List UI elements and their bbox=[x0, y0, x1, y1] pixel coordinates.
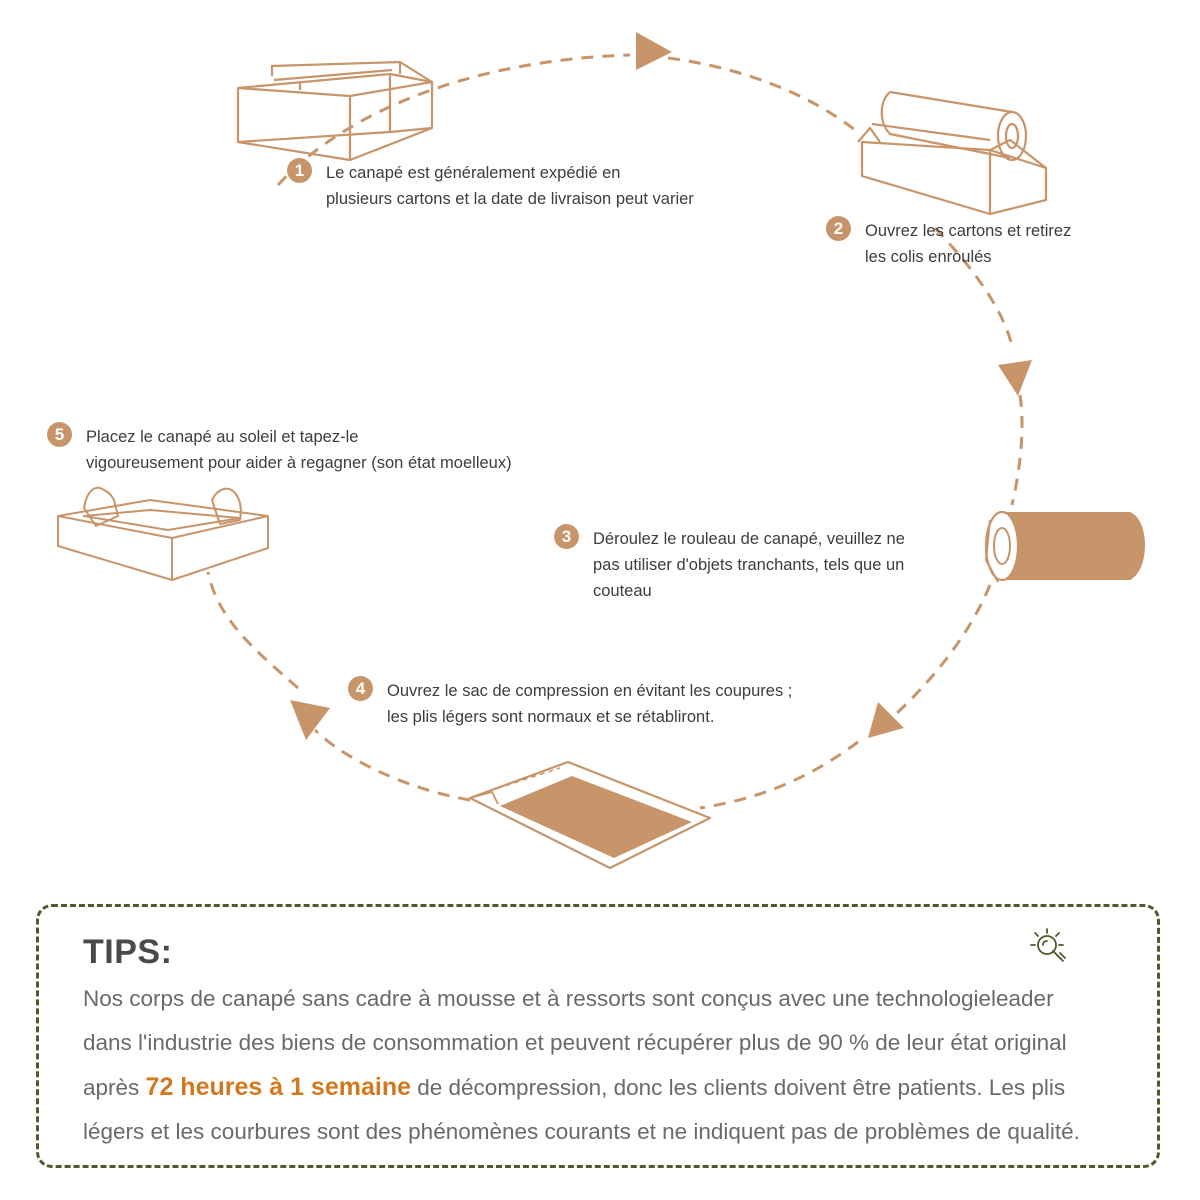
step-2: 2 Ouvrez les cartons et retirez les coli… bbox=[826, 216, 1072, 270]
step-number-badge: 1 bbox=[287, 158, 312, 183]
hand-right-icon bbox=[211, 487, 242, 525]
arrow-heads bbox=[290, 32, 1032, 740]
step-3: 3 Déroulez le rouleau de canapé, veuille… bbox=[554, 524, 905, 604]
compression-bag-illustration bbox=[468, 760, 712, 870]
step-number-badge: 4 bbox=[348, 676, 373, 701]
tips-highlight-duration: 72 heures à 1 semaine bbox=[145, 1073, 411, 1101]
step-4: 4 Ouvrez le sac de compression en évitan… bbox=[348, 676, 793, 730]
step-description: Déroulez le rouleau de canapé, veuillez … bbox=[593, 530, 905, 600]
tips-line: légers et les courbures sont des phénomè… bbox=[83, 1119, 1080, 1144]
tips-title: TIPS: bbox=[83, 933, 173, 971]
step-description: Placez le canapé au soleil et tapez-le v… bbox=[86, 428, 512, 472]
tips-box: TIPS: Nos corps de canapé sans cadre à m… bbox=[36, 904, 1160, 1168]
arrow-icon bbox=[636, 32, 672, 70]
tips-line: après 72 heures à 1 semaine de décompres… bbox=[83, 1065, 1147, 1110]
process-cycle-diagram bbox=[57, 32, 1145, 870]
step-number-badge: 3 bbox=[554, 524, 579, 549]
tips-body: Nos corps de canapé sans cadre à mousse … bbox=[83, 977, 1147, 1154]
tips-line-prefix: après bbox=[83, 1075, 146, 1100]
sofa-patting-illustration bbox=[57, 486, 269, 581]
arrow-icon bbox=[868, 702, 904, 738]
hand-left-icon bbox=[83, 486, 119, 527]
tips-line: Nos corps de canapé sans cadre à mousse … bbox=[83, 986, 1054, 1011]
tips-line-suffix: de décompression, donc les clients doive… bbox=[411, 1075, 1066, 1100]
step-5: 5 Placez le canapé au soleil et tapez-le… bbox=[47, 422, 512, 476]
lightbulb-icon bbox=[1030, 928, 1066, 962]
step-1: 1 Le canapé est généralement expédié en … bbox=[287, 158, 694, 212]
shipping-boxes-illustration bbox=[236, 60, 434, 162]
step-description: Ouvrez le sac de compression en évitant … bbox=[387, 682, 793, 726]
cycle-path bbox=[206, 53, 1024, 810]
step-description: Ouvrez les cartons et retirez les colis … bbox=[865, 222, 1072, 266]
tips-line: dans l'industrie des biens de consommati… bbox=[83, 1030, 1067, 1055]
open-carton-rolls-illustration bbox=[857, 90, 1048, 216]
step-description: Le canapé est généralement expédié en pl… bbox=[326, 164, 694, 208]
arrow-icon bbox=[290, 700, 330, 740]
step-number-badge: 2 bbox=[826, 216, 851, 241]
step-number-badge: 5 bbox=[47, 422, 72, 447]
sofa-roll-illustration bbox=[984, 510, 1145, 583]
arrow-icon bbox=[998, 360, 1032, 396]
